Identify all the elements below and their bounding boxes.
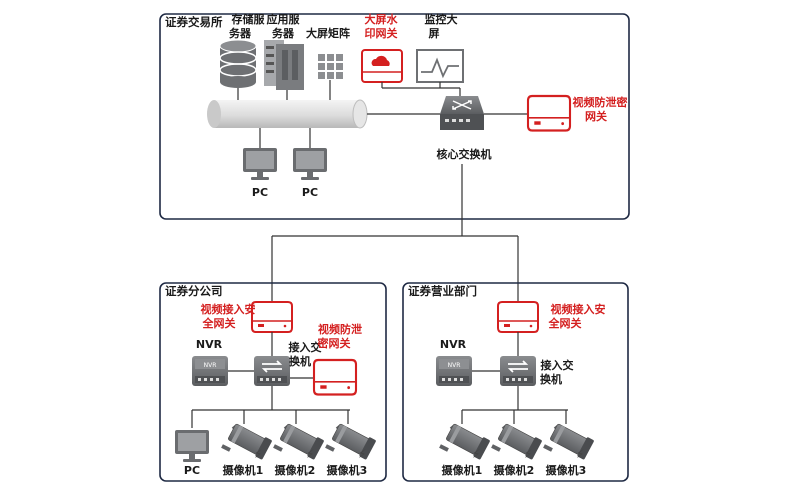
watermark-gateway-label-2: 印网关 xyxy=(365,26,398,40)
anti-leak-gateway-label-1: 视频防泄密 xyxy=(573,95,628,109)
monitor-screen-label-2: 屏 xyxy=(429,27,440,40)
exchange-pc-label-2: PC xyxy=(302,186,318,199)
app-server-label-2: 务器 xyxy=(272,26,295,40)
branch-anti-leak-label-1: 视频防泄 xyxy=(318,322,362,336)
switch-icon xyxy=(253,355,291,387)
monitor-screen-label-1: 监控大 xyxy=(425,12,458,26)
pc-links xyxy=(259,128,311,148)
gateway-box-icon xyxy=(251,301,293,333)
office-switch-label-2: 换机 xyxy=(540,372,562,386)
camera-icon xyxy=(272,419,327,463)
gateway-box-icon xyxy=(312,358,358,396)
branch-nvr-label: NVR xyxy=(196,338,223,351)
database-icon xyxy=(219,39,257,88)
camera-icon xyxy=(324,419,379,463)
server-rack-icon xyxy=(264,40,304,90)
office-title: 证券营业部门 xyxy=(408,284,477,298)
backbone-pipe xyxy=(207,99,368,129)
camera-icon xyxy=(220,419,275,463)
office-camera-label-2: 摄像机2 xyxy=(494,463,535,477)
video-matrix-label: 大屏矩阵 xyxy=(306,26,350,40)
gateway-box-icon xyxy=(497,301,539,333)
exchange-title: 证券交易所 xyxy=(165,15,223,29)
pc-monitor-icon xyxy=(293,148,327,180)
office-access-gateway-label-1: 视频接入安 xyxy=(551,302,606,316)
branch-access-gateway-label-1: 视频接入安 xyxy=(201,302,256,316)
office-camera-links xyxy=(461,386,568,424)
storage-server-label-2: 务器 xyxy=(229,26,252,40)
office-camera-label-1: 摄像机1 xyxy=(442,463,483,477)
branch-camera-label-3: 摄像机3 xyxy=(327,463,368,477)
cloud-gateway-icon xyxy=(361,49,403,83)
branch-camera-links xyxy=(191,386,350,428)
office-switch-label-1: 接入交 xyxy=(541,358,574,372)
pc-monitor-icon xyxy=(175,430,209,462)
office-frame xyxy=(402,282,629,482)
watermark-gateway-label-1: 大屏水 xyxy=(365,12,399,26)
branch-switch-label-2: 换机 xyxy=(289,354,311,368)
core-switch-label: 核心交换机 xyxy=(437,147,492,161)
switch-icon xyxy=(499,355,537,387)
camera-icon xyxy=(438,419,493,463)
branch-anti-leak-label-2: 密网关 xyxy=(318,336,351,350)
branch-frame xyxy=(159,282,387,482)
camera-icon xyxy=(490,419,545,463)
branch-pc-label: PC xyxy=(184,464,200,477)
branch-access-gateway-label-2: 全网关 xyxy=(202,316,236,330)
app-server-label-1: 应用服 xyxy=(267,12,301,26)
office-access-gateway-label-2: 全网关 xyxy=(548,316,582,330)
branch-title: 证券分公司 xyxy=(165,284,223,298)
exchange-pc-label-1: PC xyxy=(252,186,268,199)
grid-matrix-icon xyxy=(318,54,343,79)
storage-server-label-1: 存储服 xyxy=(232,12,266,26)
nvr-icon xyxy=(192,356,228,386)
office-camera-label-3: 摄像机3 xyxy=(546,463,587,477)
pc-monitor-icon xyxy=(243,148,277,180)
switch-icon xyxy=(440,96,484,130)
trunk-links xyxy=(271,164,519,310)
device-links xyxy=(237,80,461,100)
office-nvr-label: NVR xyxy=(440,338,467,351)
branch-camera-label-1: 摄像机1 xyxy=(223,463,264,477)
branch-switch-label-1: 接入交 xyxy=(289,340,322,354)
monitor-wave-icon xyxy=(416,49,464,83)
nvr-icon xyxy=(436,356,472,386)
branch-camera-label-2: 摄像机2 xyxy=(275,463,316,477)
exchange-frame xyxy=(159,13,630,220)
gateway-box-icon xyxy=(526,94,572,132)
anti-leak-gateway-label-2: 网关 xyxy=(585,109,607,123)
camera-icon xyxy=(542,419,597,463)
